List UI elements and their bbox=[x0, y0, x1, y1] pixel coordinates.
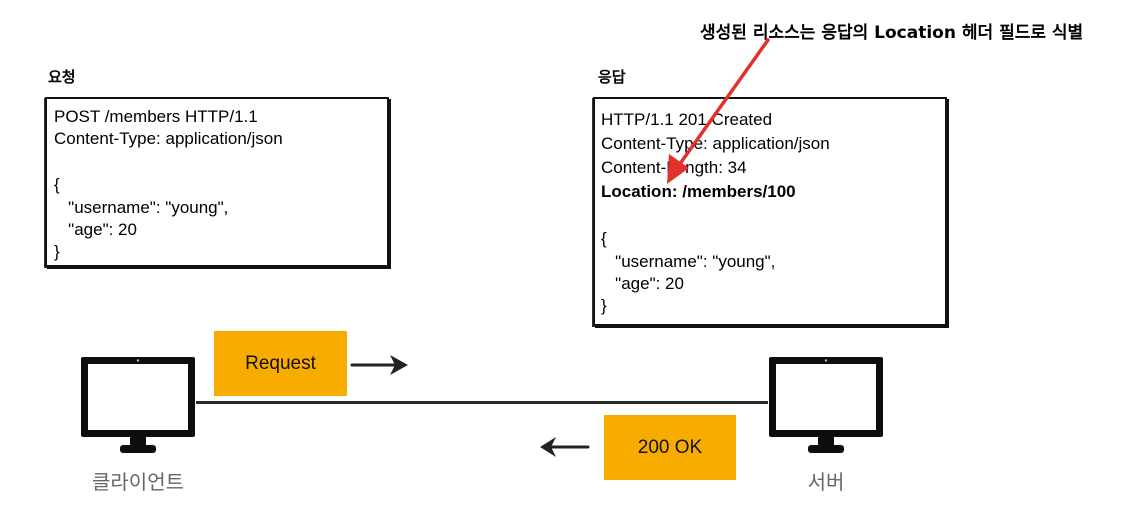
callout-text: 생성된 리소스는 응답의 Location 헤더 필드로 식별 bbox=[700, 23, 1084, 43]
response-label: 응답 bbox=[598, 68, 626, 86]
response-arrow-icon bbox=[540, 437, 590, 457]
response-tag: 200 OK bbox=[604, 415, 736, 480]
response-line: "username": "young", bbox=[601, 252, 776, 271]
callout-arrow-icon bbox=[667, 38, 770, 184]
response-line: } bbox=[601, 296, 607, 315]
request-line: { bbox=[54, 175, 60, 194]
response-line: "age": 20 bbox=[601, 274, 684, 293]
server-label: 서버 bbox=[807, 470, 845, 494]
request-line: } bbox=[54, 242, 60, 261]
response-line: Content-Length: 34 bbox=[601, 158, 747, 177]
response-line: { bbox=[601, 229, 607, 248]
response-line: HTTP/1.1 201 Created bbox=[601, 110, 773, 129]
client-label: 클라이언트 bbox=[92, 470, 184, 494]
response-line: Content-Type: application/json bbox=[601, 134, 830, 153]
request-line: "age": 20 bbox=[54, 220, 137, 239]
response-location-header: Location: /members/100 bbox=[601, 182, 796, 201]
request-line: POST /members HTTP/1.1 bbox=[54, 107, 258, 126]
connection-line bbox=[196, 401, 768, 404]
client-monitor-icon bbox=[81, 357, 195, 453]
response-message-box: HTTP/1.1 201 Created Content-Type: appli… bbox=[593, 97, 947, 326]
server-monitor-icon bbox=[769, 357, 883, 453]
request-tag: Request bbox=[214, 331, 347, 396]
request-label: 요청 bbox=[48, 68, 76, 86]
request-line: Content-Type: application/json bbox=[54, 129, 283, 148]
request-arrow-icon bbox=[350, 355, 408, 375]
request-message-box: POST /members HTTP/1.1 Content-Type: app… bbox=[45, 97, 389, 267]
request-line: "username": "young", bbox=[54, 198, 229, 217]
